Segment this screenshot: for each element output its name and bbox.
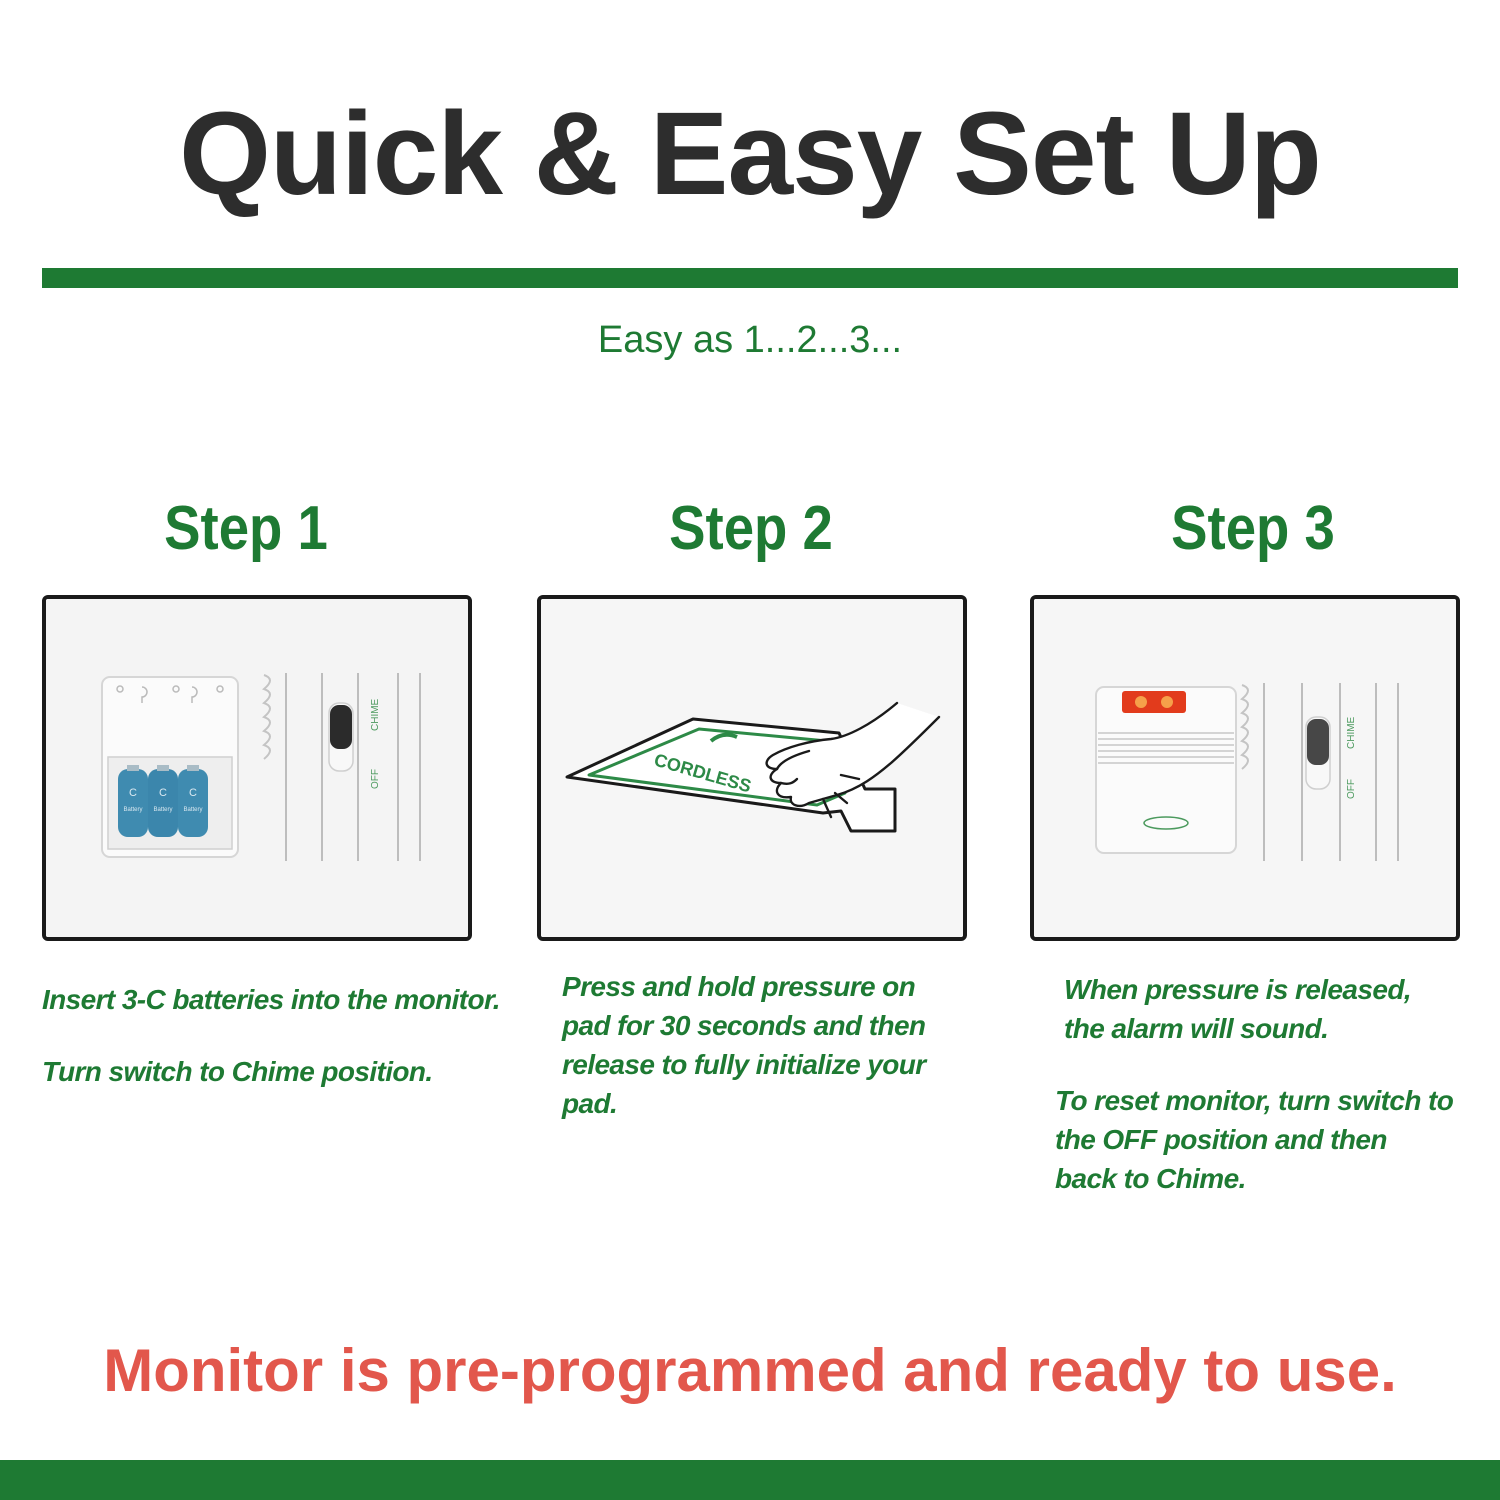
- step-3-instructions: When pressure is released, the alarm wil…: [1055, 970, 1454, 1198]
- step-2-instructions: Press and hold pressure on pad for 30 se…: [562, 967, 962, 1123]
- step-3-heading: Step 3: [1171, 494, 1335, 563]
- divider-bottom: [0, 1460, 1500, 1500]
- svg-text:Battery: Battery: [123, 807, 142, 813]
- step-3-illustration: CHIME OFF: [1030, 595, 1460, 941]
- step-1-line-1: Insert 3-C batteries into the monitor.: [42, 984, 501, 1015]
- footer-message: Monitor is pre-programmed and ready to u…: [103, 1337, 1397, 1404]
- pressure-pad-illustration: CORDLESS: [541, 599, 963, 937]
- brand-logo-icon: [1143, 816, 1189, 830]
- monitor-front-illustration: CHIME OFF: [1034, 599, 1456, 937]
- divider-top: [42, 268, 1458, 288]
- step-1-heading: Step 1: [164, 494, 328, 563]
- step-1-illustration: C C C Battery Battery Battery CHIME OFF: [42, 595, 472, 941]
- svg-text:Battery: Battery: [183, 807, 202, 813]
- svg-text:Battery: Battery: [153, 807, 172, 813]
- page-title: Quick & Easy Set Up: [179, 88, 1322, 220]
- battery-icon: [118, 765, 208, 837]
- step-1-line-2: Turn switch to Chime position.: [42, 1056, 433, 1087]
- svg-text:OFF: OFF: [370, 769, 381, 789]
- alarm-light-icon: [1122, 691, 1186, 713]
- svg-text:C: C: [129, 787, 137, 799]
- step-3-line-1: When pressure is released, the alarm wil…: [1064, 974, 1412, 1044]
- step-3-line-2: To reset monitor, turn switch to the OFF…: [1055, 1085, 1454, 1194]
- step-2-heading: Step 2: [669, 494, 833, 563]
- step-2-line-1: Press and hold pressure on pad for 30 se…: [562, 971, 926, 1119]
- svg-text:CHIME: CHIME: [1346, 716, 1357, 749]
- step-2-illustration: CORDLESS: [537, 595, 967, 941]
- svg-text:C: C: [159, 787, 167, 799]
- monitor-battery-illustration: C C C Battery Battery Battery CHIME OFF: [46, 599, 468, 937]
- svg-text:C: C: [189, 787, 197, 799]
- subtitle: Easy as 1...2...3...: [597, 319, 903, 361]
- step-1-instructions: Insert 3-C batteries into the monitor. T…: [42, 980, 512, 1091]
- svg-text:OFF: OFF: [1346, 779, 1357, 799]
- hand-icon: [765, 701, 941, 808]
- svg-text:CHIME: CHIME: [370, 698, 381, 731]
